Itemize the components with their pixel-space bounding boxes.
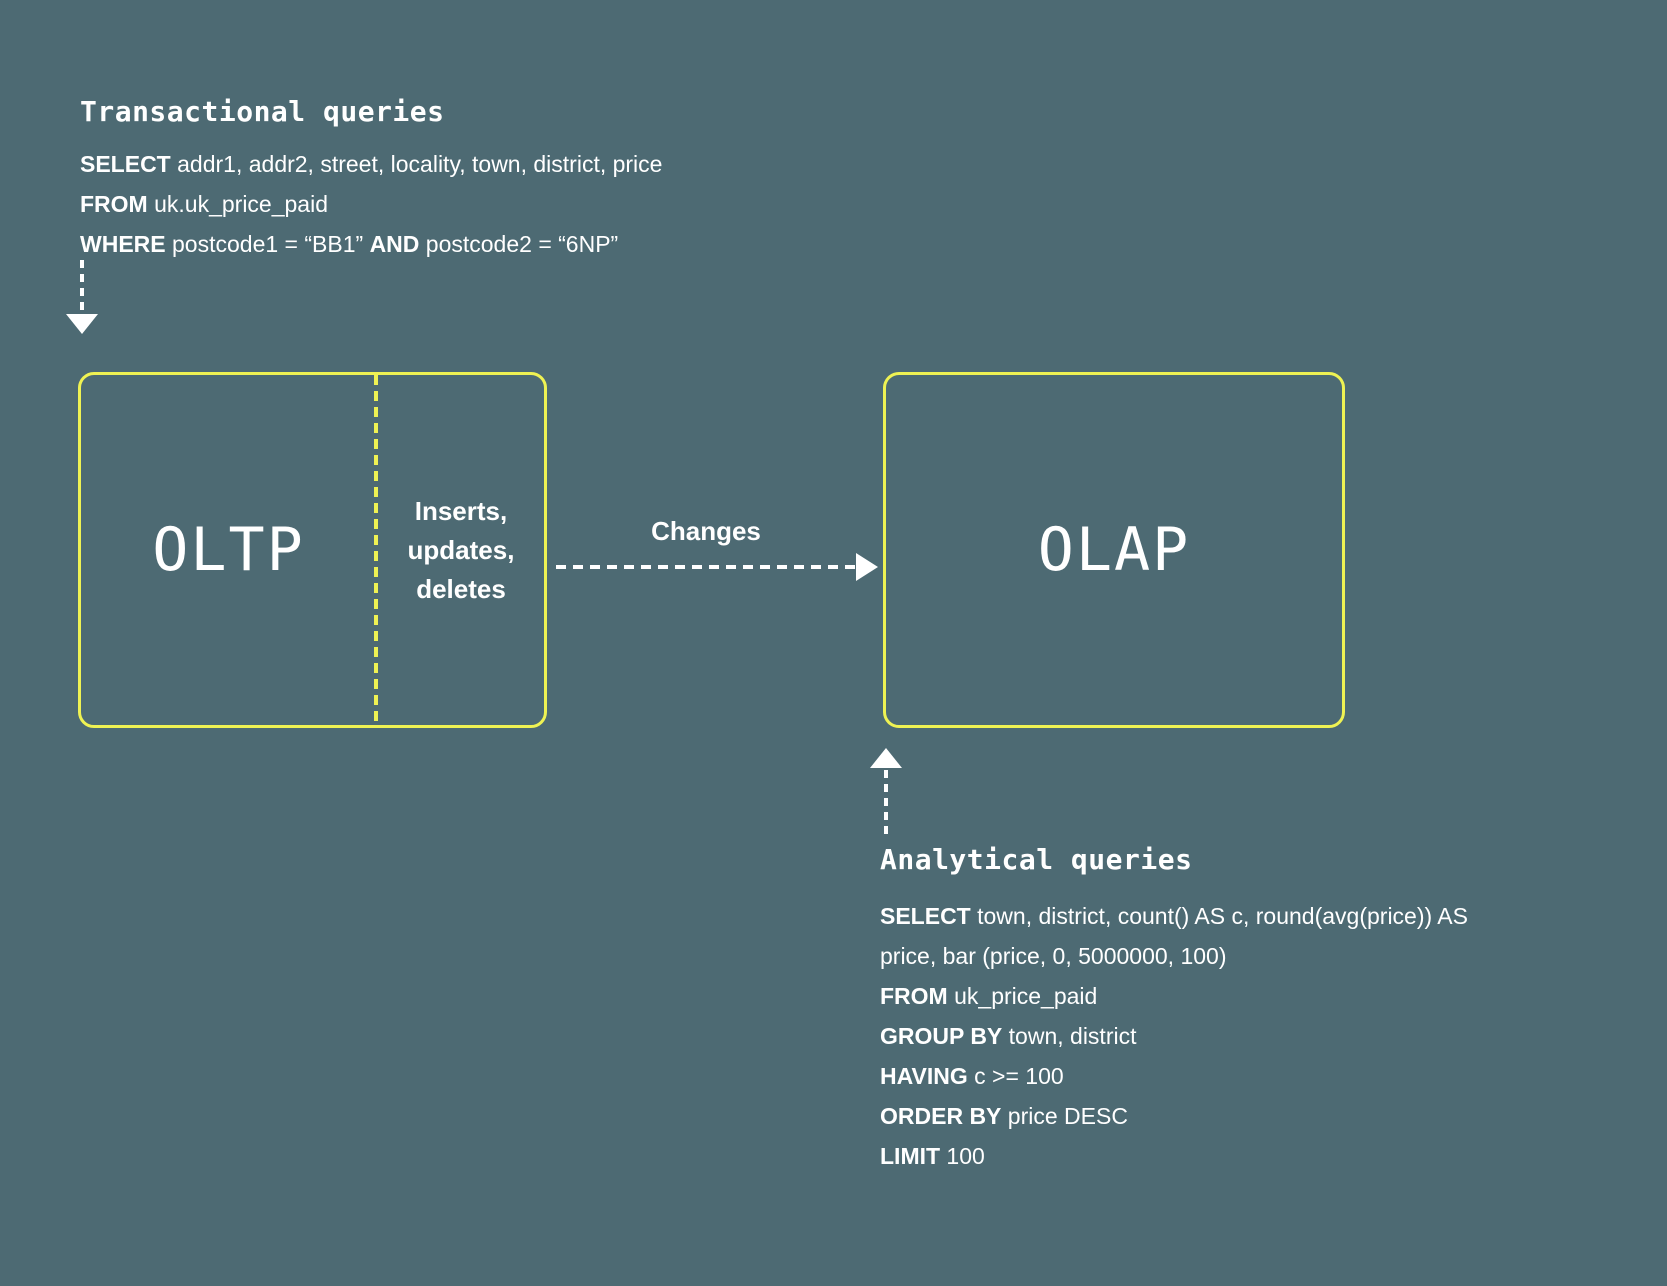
sql-line: LIMIT 100 — [880, 1136, 1468, 1176]
note-line: deletes — [416, 573, 506, 604]
oltp-side-panel: Inserts, updates, deletes — [378, 375, 544, 725]
up-arrow-head-icon — [870, 748, 902, 768]
oltp-main-panel: OLTP — [81, 375, 376, 725]
changes-label: Changes — [651, 516, 761, 546]
sql-text: uk.uk_price_paid — [147, 191, 329, 217]
oltp-box: OLTP Inserts, updates, deletes — [78, 372, 547, 728]
sql-line: SELECT town, district, count() AS c, rou… — [880, 896, 1468, 936]
down-arrow — [66, 260, 98, 336]
sql-line: price, bar (price, 0, 5000000, 100) — [880, 936, 1468, 976]
olap-box: OLAP — [883, 372, 1345, 728]
sql-keyword: FROM — [80, 191, 148, 217]
sql-text: addr1, addr2, street, locality, town, di… — [170, 151, 663, 177]
sql-keyword: SELECT — [80, 151, 171, 177]
transactional-sql-block: SELECT addr1, addr2, street, locality, t… — [80, 144, 662, 264]
sql-line: FROM uk.uk_price_paid — [80, 184, 662, 224]
sql-keyword: FROM — [880, 983, 948, 1009]
sql-text: price DESC — [1001, 1103, 1128, 1129]
sql-keyword: SELECT — [880, 903, 971, 929]
sql-line: GROUP BY town, district — [880, 1016, 1468, 1056]
sql-line: FROM uk_price_paid — [880, 976, 1468, 1016]
analytical-queries-title: Analytical queries — [880, 843, 1193, 876]
sql-text: uk_price_paid — [947, 983, 1098, 1009]
sql-text: price, bar (price, 0, 5000000, 100) — [880, 943, 1227, 969]
transactional-queries-title: Transactional queries — [80, 95, 445, 128]
sql-keyword: AND — [369, 231, 420, 257]
sql-text: postcode2 = “6NP” — [419, 231, 619, 257]
sql-line: SELECT addr1, addr2, street, locality, t… — [80, 144, 662, 184]
sql-text: postcode1 = “BB1” — [165, 231, 370, 257]
changes-arrow-line — [556, 565, 858, 569]
sql-text: c >= 100 — [967, 1063, 1064, 1089]
sql-text: 100 — [940, 1143, 985, 1169]
changes-arrow: Changes — [556, 516, 880, 581]
up-arrow — [870, 748, 902, 836]
sql-keyword: HAVING — [880, 1063, 968, 1089]
sql-keyword: WHERE — [80, 231, 166, 257]
note-line: Inserts, — [414, 495, 508, 526]
changes-arrow-head-icon — [856, 553, 878, 581]
sql-keyword: ORDER BY — [880, 1103, 1002, 1129]
oltp-divider — [374, 375, 378, 725]
sql-keyword: LIMIT — [880, 1143, 941, 1169]
sql-text: town, district — [1002, 1023, 1137, 1049]
down-arrow-head-icon — [66, 314, 98, 334]
sql-line: WHERE postcode1 = “BB1” AND postcode2 = … — [80, 224, 662, 264]
oltp-side-note: Inserts, updates, deletes — [408, 492, 515, 609]
sql-keyword: GROUP BY — [880, 1023, 1003, 1049]
down-arrow-line — [80, 260, 84, 312]
up-arrow-line — [884, 770, 888, 834]
analytical-sql-block: SELECT town, district, count() AS c, rou… — [880, 896, 1468, 1176]
olap-label: OLAP — [1037, 515, 1191, 585]
oltp-label: OLTP — [152, 515, 305, 585]
note-line: updates, — [407, 534, 515, 565]
sql-text: town, district, count() AS c, round(avg(… — [970, 903, 1468, 929]
sql-line: ORDER BY price DESC — [880, 1096, 1468, 1136]
sql-line: HAVING c >= 100 — [880, 1056, 1468, 1096]
